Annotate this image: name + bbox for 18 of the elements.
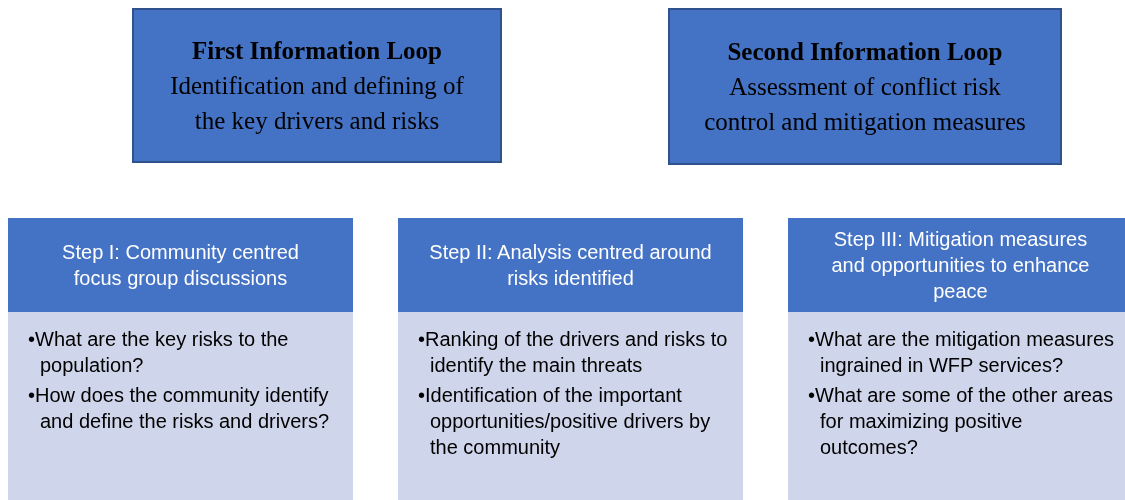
step-header: Step III: Mitigation measures and opportunities to enhance peace xyxy=(788,218,1125,312)
info-loop-box xyxy=(132,8,502,163)
step-header: Step II: Analysis centred around risks identified xyxy=(398,218,743,312)
step-card xyxy=(8,218,353,500)
bullet-item: •Ranking of the drivers and risks to identify the main threats xyxy=(417,327,729,378)
box-heading: First Information Loop xyxy=(192,36,442,66)
step-card xyxy=(788,218,1125,500)
bullet-item: •What are some of the other areas for maximizing positive outcomes? xyxy=(807,383,1114,460)
box-text: Identification and defining of the key drivers and risks xyxy=(169,71,465,136)
bullet-item: •What are the mitigation measures ingrained in WFP services? xyxy=(807,327,1116,378)
info-loop-box xyxy=(668,8,1062,165)
bullet-item: •Identification of the important opportunities/positive drivers by the community xyxy=(417,383,712,460)
step-header: Step I: Community centred focus group discussions xyxy=(8,218,353,312)
box-heading: Second Information Loop xyxy=(727,37,1003,67)
step-card xyxy=(398,218,743,500)
bullet-item: •What are the key risks to the population? xyxy=(27,327,290,378)
bullet-item: •How does the community identify and define the risks and drivers? xyxy=(27,383,331,434)
box-text: Assessment of conflict risk control and mitigation measures xyxy=(703,72,1027,137)
